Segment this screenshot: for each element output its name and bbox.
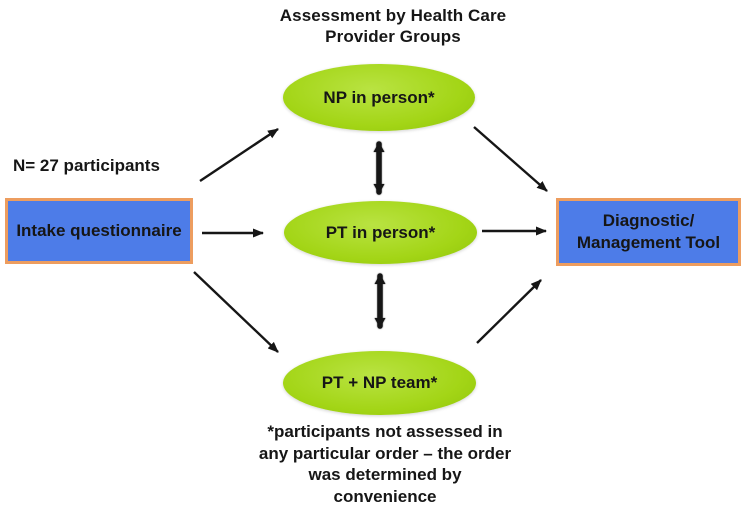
footnote: *participants not assessed in any partic… bbox=[185, 421, 585, 507]
arrow-np-to-tool bbox=[473, 126, 548, 192]
tool-label-line-1: Diagnostic/ bbox=[602, 211, 695, 230]
arrow-intake-to-team bbox=[193, 271, 279, 353]
title-line-1: Assessment by Health Care bbox=[279, 6, 507, 25]
intake-label: Intake questionnaire bbox=[16, 221, 182, 240]
pt-label: PT in person* bbox=[325, 222, 436, 242]
team-label: PT + NP team* bbox=[321, 373, 438, 392]
arrow-team-to-tool bbox=[476, 279, 542, 344]
participants-count-label: N= 27 participants bbox=[13, 156, 160, 175]
footnote-line-2: any particular order – the order bbox=[258, 443, 512, 463]
node-diagnostic-management-tool: Diagnostic/ Management Tool bbox=[556, 198, 741, 266]
footnote-line-1: *participants not assessed in bbox=[267, 422, 503, 441]
arrow-intake-to-np bbox=[199, 128, 279, 182]
footnote-line-4: convenience bbox=[333, 486, 437, 506]
node-np-in-person: NP in person* bbox=[283, 64, 475, 131]
np-label: NP in person* bbox=[323, 87, 435, 107]
node-pt-np-team: PT + NP team* bbox=[283, 351, 476, 415]
title-line-2: Provider Groups bbox=[325, 27, 461, 46]
node-intake-questionnaire: Intake questionnaire bbox=[5, 198, 193, 264]
tool-label-line-2: Management Tool bbox=[576, 233, 721, 252]
diagram-title: Assessment by Health Care Provider Group… bbox=[183, 5, 603, 47]
footnote-line-3: was determined by bbox=[308, 465, 462, 484]
node-pt-in-person: PT in person* bbox=[284, 201, 477, 264]
